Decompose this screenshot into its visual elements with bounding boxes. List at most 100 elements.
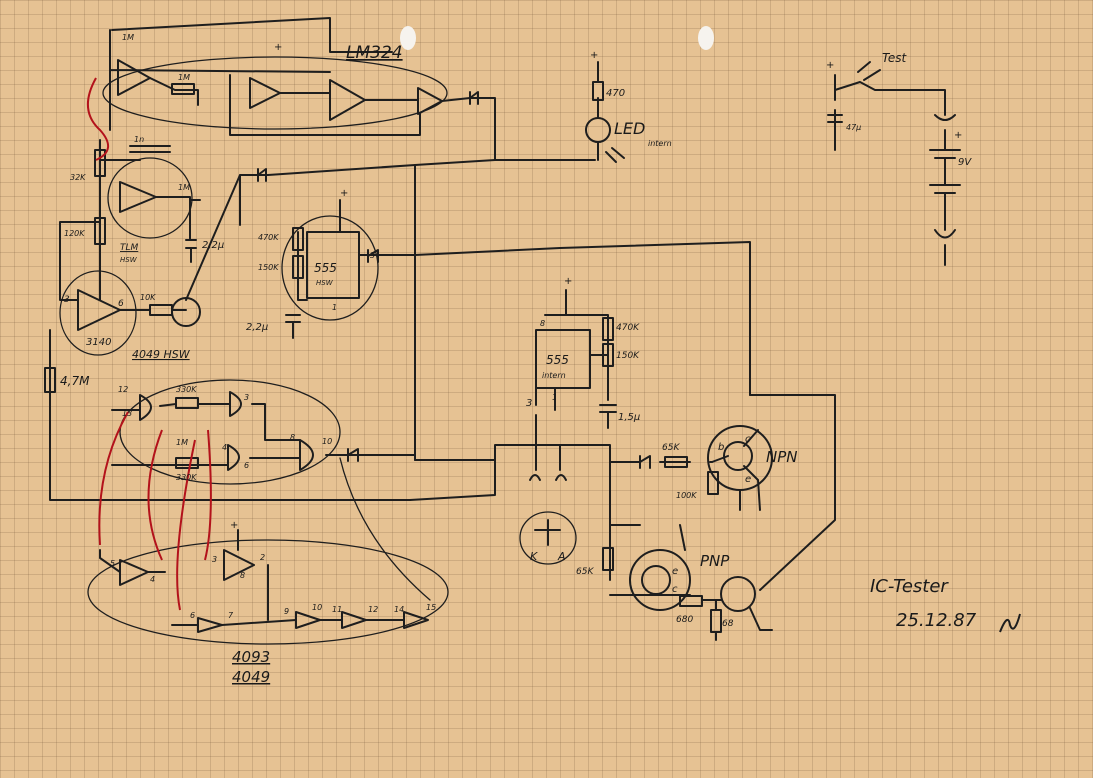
inverter-d [295, 611, 321, 629]
wire-left-bus [59, 139, 141, 301]
inverter-c [197, 617, 223, 633]
signature [999, 613, 1021, 633]
pin-3-4049: 3 [212, 555, 217, 564]
pin-3-555-hsw: 3 [370, 251, 375, 260]
pin-6-opamp: 6 [118, 299, 124, 309]
label-r-470k-int: 470K [616, 323, 640, 333]
pnp-socket-outline [629, 549, 691, 611]
resistor-330k-a [175, 397, 199, 409]
lm324-outline [102, 56, 448, 130]
opamp-3140-inner [119, 181, 157, 213]
transistor-driver [171, 297, 201, 327]
ic-555-hsw [306, 231, 360, 299]
label-pnp-c: c [672, 584, 678, 595]
opamp-3140-main-outline [59, 270, 137, 356]
label-plus-f: + [230, 520, 238, 531]
diode-driver [257, 168, 267, 182]
pin-10-4049: 10 [312, 603, 322, 612]
wire-4093 [111, 403, 416, 466]
diode-npn-base [639, 455, 651, 469]
label-555-intern-sub: intern [542, 371, 566, 380]
diode-555-hsw [367, 249, 379, 263]
resistor-100k [707, 471, 719, 495]
label-tlm: TLM [120, 243, 139, 253]
resistor-65k-a [664, 456, 688, 468]
jumper-wire-e [204, 429, 212, 561]
jumper-wires [87, 77, 212, 611]
resistor-150k-left [292, 255, 304, 279]
label-plus-a: + [274, 42, 282, 53]
capacitor-2-2-b [285, 314, 301, 339]
led-intern [585, 117, 611, 143]
label-r-330k-b: 330K [176, 473, 197, 482]
pnp-transistor [641, 565, 671, 595]
opamp-lm324-b [249, 77, 281, 109]
battery-9v [929, 114, 961, 266]
resistor-330k-b [175, 457, 199, 469]
label-r-65k-a: 65K [662, 443, 680, 453]
punch-hole-left [400, 26, 416, 50]
pin-11-4049: 11 [332, 605, 342, 614]
pin-4-4093: 4 [222, 443, 227, 452]
led-symbol-lines [597, 141, 625, 163]
nand-gate-a [139, 394, 152, 421]
opamp-lm324-a [117, 59, 151, 96]
label-c-2-2-a: 2,2μ [202, 240, 224, 251]
pin-13-4093: 13 [122, 409, 132, 418]
pin-2-4049: 2 [260, 553, 265, 562]
pin-10-4093: 10 [322, 437, 332, 446]
label-4049-hsw: 4049 HSW [132, 348, 191, 361]
label-pnp-e: e [672, 566, 678, 577]
jumper-wire-d [176, 439, 196, 611]
resistor-10k [149, 304, 173, 316]
label-r-4-7m: 4,7M [60, 374, 90, 388]
label-lm324: LM324 [346, 43, 403, 63]
ic-555-hsw-outline [281, 215, 379, 321]
diode-under-test [534, 519, 561, 546]
pin-7-4049: 7 [228, 611, 234, 620]
diode-lm324-out [469, 91, 479, 105]
pin-8-4049: 8 [240, 571, 245, 580]
jumper-wire-c [147, 429, 163, 561]
diode-4093-out [347, 448, 359, 462]
label-r-65k-b: 65K [576, 567, 594, 577]
ic-555-intern [535, 329, 591, 389]
capacitor-1-5 [599, 404, 617, 429]
label-r-470: 470 [606, 88, 625, 99]
wire-left-return [49, 329, 411, 501]
label-npn-e: e [745, 474, 751, 485]
label-npn-b: b [718, 442, 724, 453]
resistor-470 [592, 81, 604, 101]
label-a: A [557, 550, 566, 563]
resistor-32k [94, 149, 106, 177]
inverter-e [341, 611, 367, 629]
resistor-68 [710, 609, 722, 633]
wire-3140-out [155, 196, 201, 241]
label-plus-b: + [590, 50, 598, 61]
capacitor-47 [827, 114, 843, 123]
resistor-4-7m [44, 367, 56, 393]
label-r-1m-a: 1M [178, 73, 190, 82]
label-555-hsw-sub: HSW [316, 279, 334, 287]
npn-transistor [723, 441, 753, 471]
label-r-120k: 120K [64, 229, 85, 238]
pnp-driver-transistor [720, 576, 756, 612]
pin-3-555-int: 3 [526, 398, 532, 409]
label-c-1n: 1n [134, 135, 144, 144]
label-plus-c: + [826, 60, 834, 71]
label-plus-batt: + [954, 130, 962, 141]
jumper-wire-b [98, 411, 129, 546]
label-4049: 4049 [232, 668, 270, 686]
wire-lm324-chain [229, 74, 496, 161]
label-test: Test [882, 51, 907, 65]
wire-vertical-bus [414, 164, 751, 461]
label-r-150k-int: 150K [616, 351, 640, 361]
title-date: 25.12.87 [896, 610, 977, 631]
pin-1-555-hsw: 1 [332, 303, 337, 312]
socket-ka [529, 474, 567, 481]
wire-opamp-a-out [149, 77, 199, 106]
npn-socket-outline [707, 425, 773, 491]
label-r-32k: 32K [70, 173, 86, 182]
resistor-120k [94, 217, 106, 245]
